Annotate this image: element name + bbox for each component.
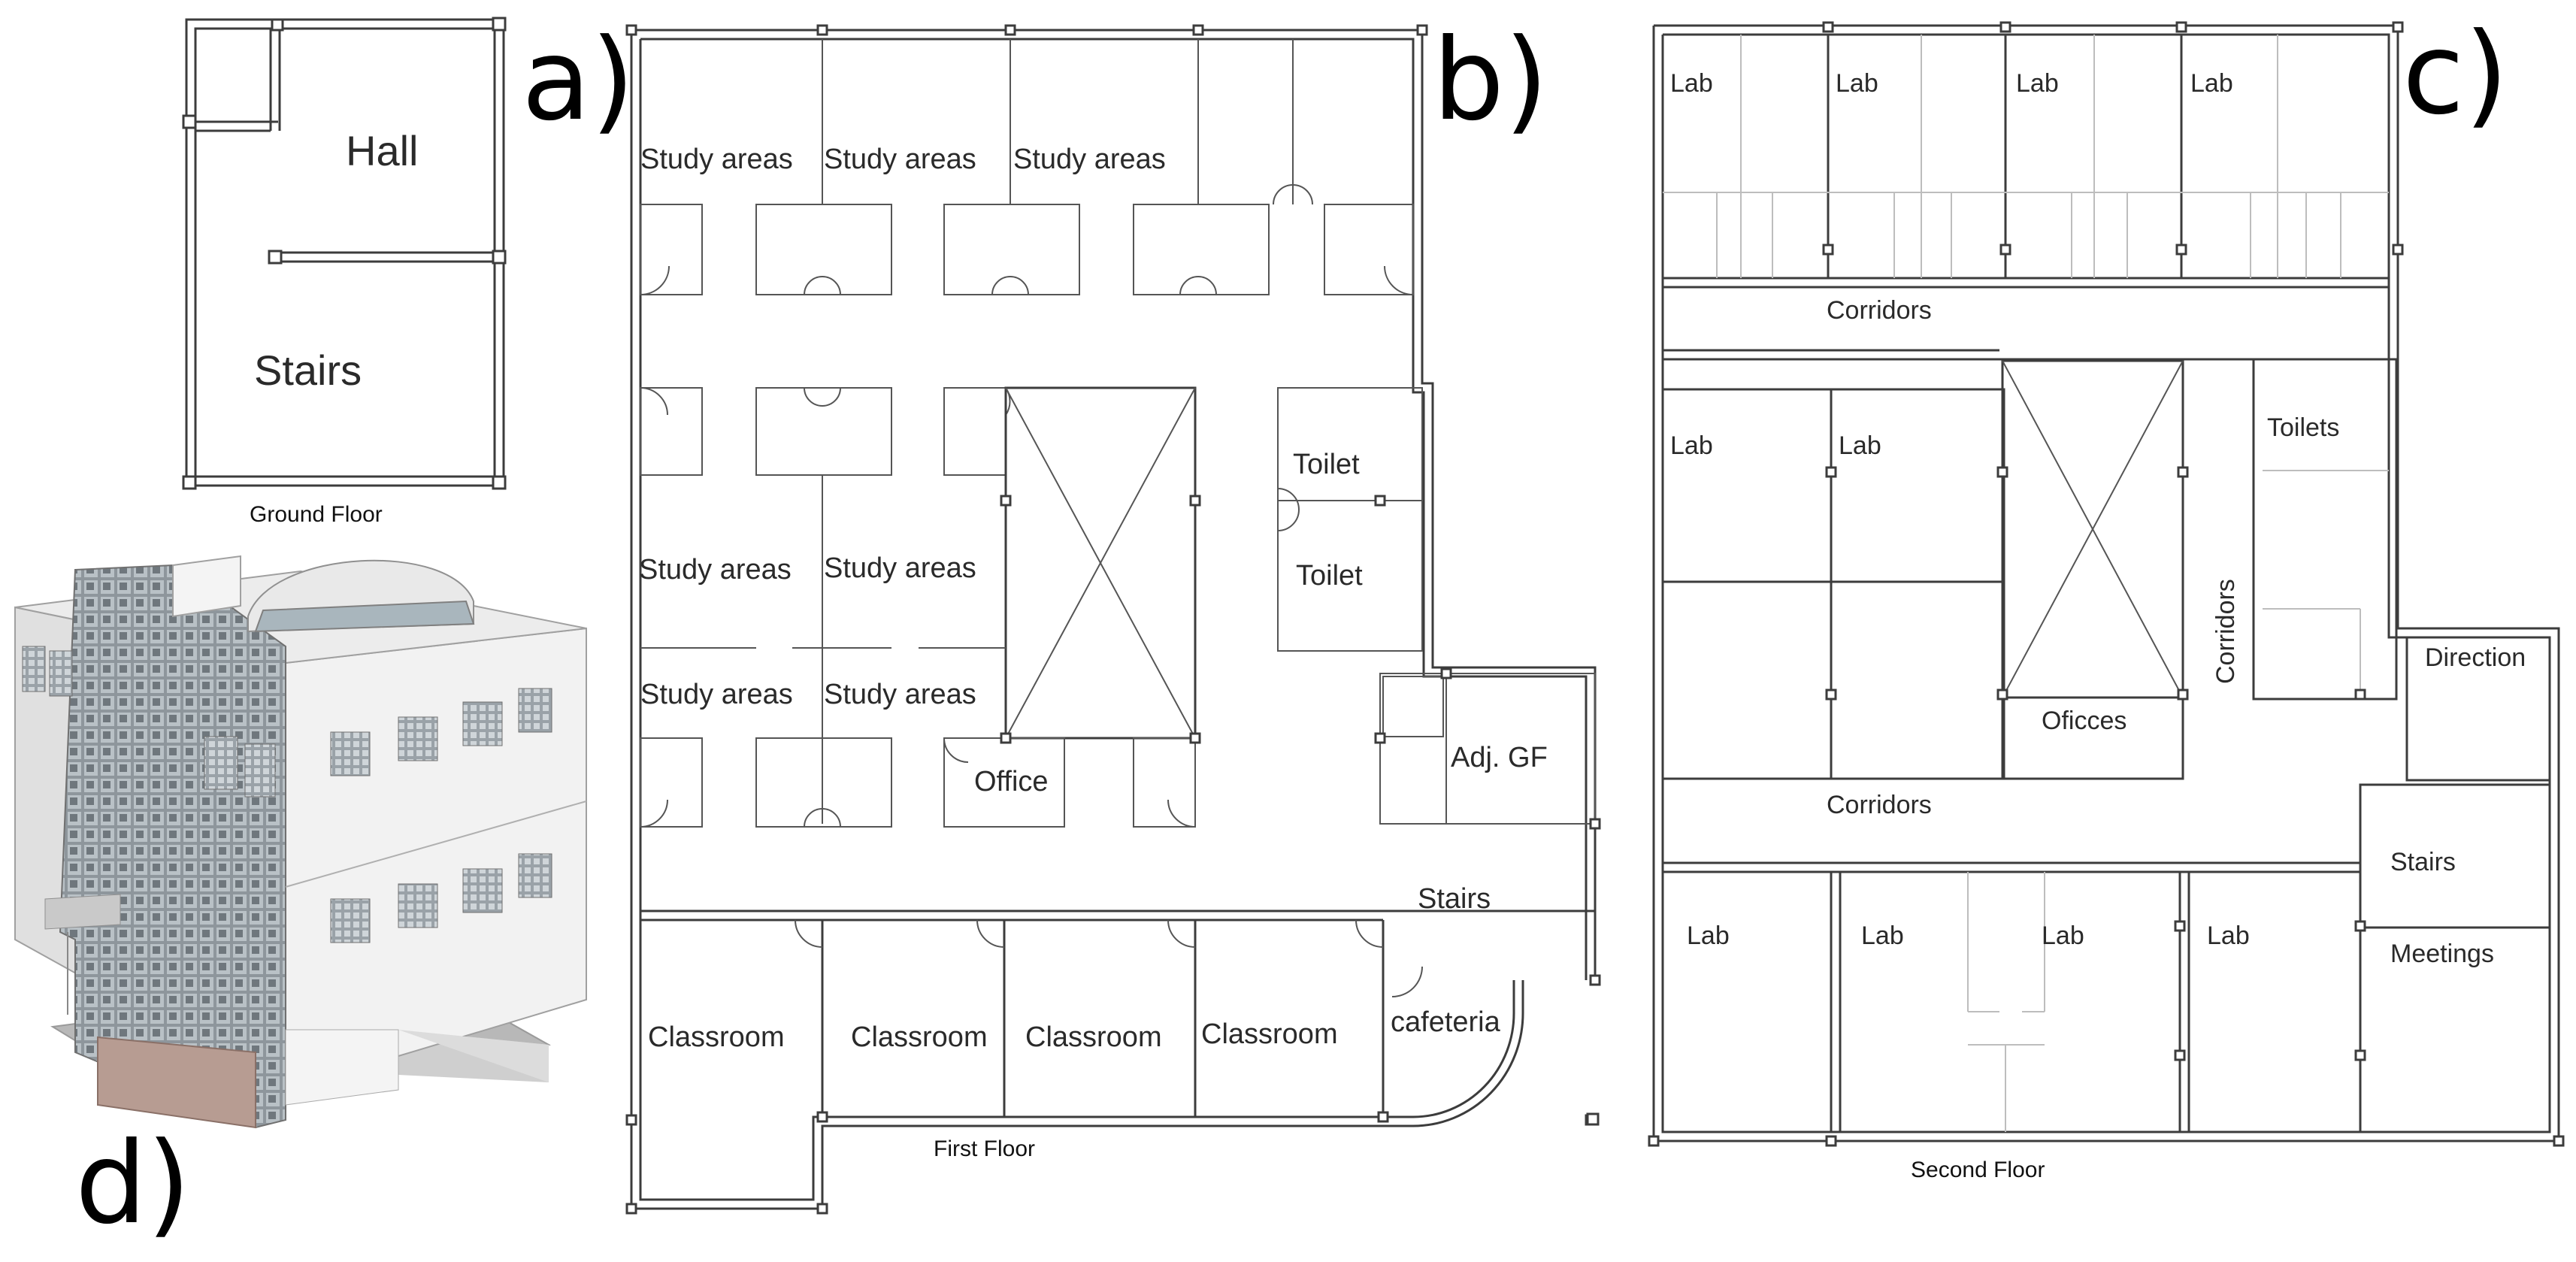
room-lab: Lab <box>2207 922 2250 950</box>
second-floor-caption: Second Floor <box>1911 1158 2045 1182</box>
room-lab: Lab <box>2190 69 2233 98</box>
panel-d-letter: d) <box>75 1118 191 1249</box>
room-corridors: Corridors <box>1827 791 1932 819</box>
ground-floor-caption: Ground Floor <box>250 502 383 527</box>
room-cafeteria: cafeteria <box>1391 1006 1501 1038</box>
room-lab: Lab <box>2016 69 2059 98</box>
room-adj-gf: Adj. GF <box>1451 742 1548 773</box>
room-lab: Lab <box>1670 431 1713 460</box>
panel-b-letter: b) <box>1433 15 1548 146</box>
room-study-areas: Study areas <box>640 144 793 175</box>
room-stairs: Stairs <box>254 347 362 394</box>
panel-a-letter: a) <box>522 15 634 146</box>
room-lab: Lab <box>1861 922 1904 950</box>
room-classroom: Classroom <box>648 1021 785 1053</box>
room-offices: Oficces <box>2042 707 2126 735</box>
room-study-areas: Study areas <box>824 552 976 584</box>
room-corridors: Corridors <box>1827 296 1932 325</box>
panel-c-second-floor: Lab Lab Lab Lab Corridors Lab Lab Toilet… <box>1648 9 2565 1182</box>
room-lab: Lab <box>1839 431 1881 460</box>
room-stairs: Stairs <box>2390 848 2456 876</box>
room-lab: Lab <box>1687 922 1730 950</box>
room-classroom: Classroom <box>1201 1018 1338 1050</box>
room-study-areas: Study areas <box>639 554 792 586</box>
panel-c-letter: c) <box>2402 9 2508 140</box>
room-lab: Lab <box>1670 69 1713 98</box>
room-lab: Lab <box>2042 922 2084 950</box>
room-study-areas: Study areas <box>640 679 793 710</box>
room-hall: Hall <box>346 127 418 174</box>
room-study-areas: Study areas <box>824 144 976 175</box>
first-floor-caption: First Floor <box>934 1136 1035 1161</box>
room-toilets: Toilets <box>2267 413 2339 442</box>
room-direction: Direction <box>2425 643 2526 672</box>
panel-a-ground-floor: Hall Stairs Ground Floor a) <box>182 15 634 527</box>
panel-b-first-floor: Study areas Study areas Study areas Stud… <box>625 15 1601 1215</box>
room-study-areas: Study areas <box>824 679 976 710</box>
room-toilet: Toilet <box>1293 449 1360 480</box>
room-stairs: Stairs <box>1418 883 1491 915</box>
room-classroom: Classroom <box>1025 1021 1162 1053</box>
room-study-areas: Study areas <box>1013 144 1166 175</box>
room-lab: Lab <box>1836 69 1878 98</box>
room-corridors-vertical: Corridors <box>2211 579 2240 684</box>
room-meetings: Meetings <box>2390 940 2494 968</box>
room-office: Office <box>974 766 1049 797</box>
room-toilet: Toilet <box>1296 560 1363 592</box>
room-classroom: Classroom <box>851 1021 988 1053</box>
panel-d-building-render: d) <box>14 555 587 1249</box>
